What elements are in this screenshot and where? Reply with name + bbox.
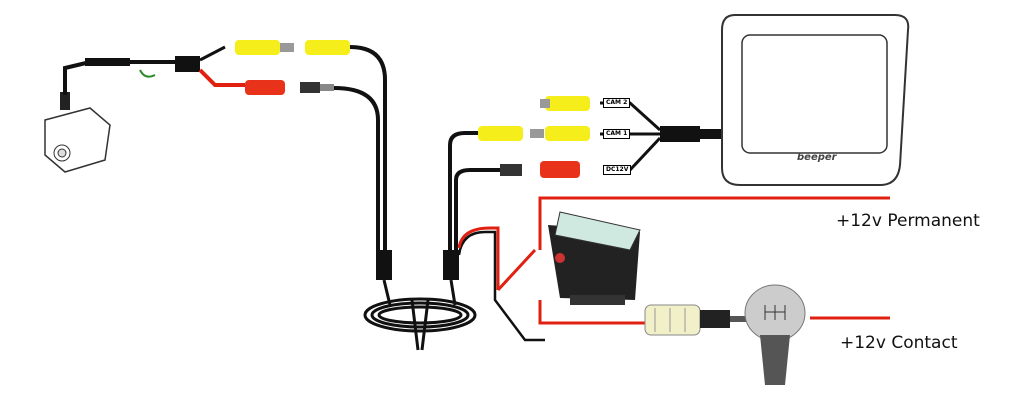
tag-cam1: CAM 1 bbox=[603, 129, 631, 139]
camera-cable bbox=[63, 60, 185, 95]
gear-knob bbox=[744, 284, 806, 385]
rocker-switch bbox=[548, 211, 641, 305]
rca-yellow-extension bbox=[305, 40, 350, 55]
monitor-logo: beeper bbox=[797, 152, 837, 163]
tag-dc12v: DC12V bbox=[603, 165, 632, 175]
monitor bbox=[721, 14, 910, 186]
tag-cam2: CAM 2 bbox=[603, 98, 631, 108]
wire-contact-loop bbox=[538, 300, 650, 325]
rca-yellow-camera bbox=[235, 40, 280, 55]
label-contact: +12v Contact bbox=[840, 333, 958, 353]
label-permanent: +12v Permanent bbox=[836, 211, 980, 231]
wire-permanent bbox=[538, 196, 890, 250]
cable-coil bbox=[363, 279, 477, 351]
pedal-switch bbox=[644, 304, 750, 336]
rear-camera bbox=[44, 92, 111, 173]
